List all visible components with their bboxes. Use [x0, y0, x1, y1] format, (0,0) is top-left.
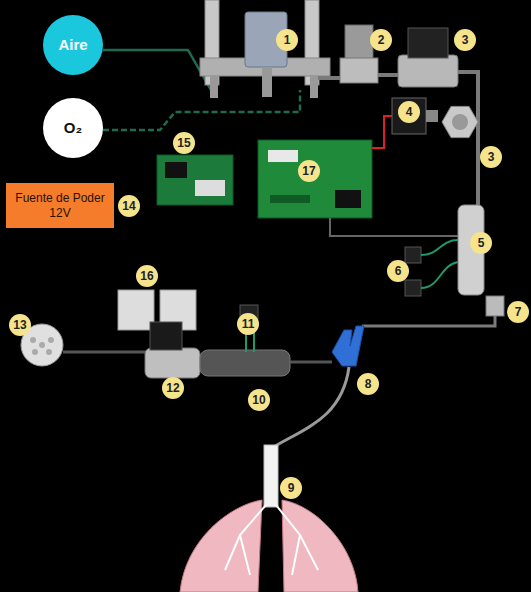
callout-number: 8: [357, 373, 379, 395]
blender-flowmeters: [200, 0, 330, 98]
inspiratory-tube: [362, 316, 495, 326]
sensor-cable: [330, 218, 458, 236]
oxygen-source: O₂: [43, 98, 103, 158]
node-text: O₂: [64, 119, 82, 137]
outlet-port: [486, 296, 504, 316]
expiratory-solenoid: [145, 322, 200, 378]
node-text: Aire: [58, 36, 87, 54]
callout-number: 17: [298, 160, 320, 182]
callout-number: 15: [173, 132, 195, 154]
callout-number: 12: [162, 377, 184, 399]
expiratory-link: [290, 361, 332, 364]
control-board: [258, 140, 372, 218]
pressure-sensors: [405, 240, 458, 296]
callout-number: 9: [280, 477, 302, 499]
callout-number: 4: [398, 101, 420, 123]
callout-number: 3: [480, 146, 502, 168]
callout-number: 1: [276, 29, 298, 51]
callout-number: 2: [370, 29, 392, 51]
callout-number: 11: [237, 313, 259, 335]
callout-number: 10: [248, 389, 270, 411]
callout-number: 13: [9, 314, 31, 336]
callout-number: 5: [470, 232, 492, 254]
callout-number: 3: [454, 29, 476, 51]
patient-tube: [272, 367, 349, 448]
stepper-motor: [392, 98, 438, 134]
air-hose: [103, 50, 212, 92]
callout-number: 6: [387, 260, 409, 282]
motor-cable: [372, 116, 392, 148]
power-supply-box: Fuente de Poder 12V: [6, 183, 114, 228]
node-text: Fuente de Poder 12V: [12, 191, 108, 220]
proportional-valve: [442, 106, 478, 137]
y-piece: [332, 326, 364, 366]
air-source: Aire: [43, 15, 103, 75]
solenoid-valve: [398, 28, 458, 87]
driver-board: [157, 155, 233, 205]
callout-number: 14: [118, 195, 140, 217]
expiratory-flow-sensor: [200, 350, 290, 376]
callout-number: 16: [136, 265, 158, 287]
expiratory-tube: [63, 351, 148, 354]
callout-number: 7: [507, 301, 529, 323]
lungs: [180, 445, 358, 592]
